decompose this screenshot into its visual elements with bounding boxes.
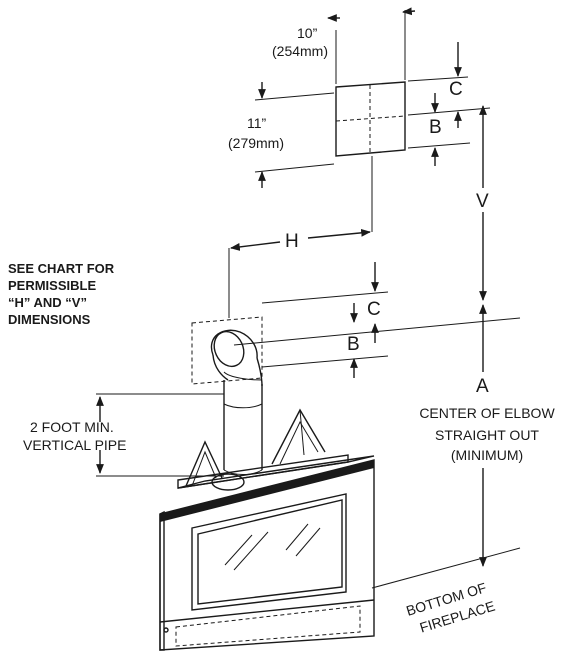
height-in-label: 11”: [247, 115, 267, 131]
pipe-note-line-1: 2 FOOT MIN.: [30, 419, 114, 435]
h-dimension: H: [228, 156, 373, 318]
fireplace-unit: [159, 408, 521, 651]
chart-note-line-4: DIMENSIONS: [8, 312, 91, 327]
top-cb-dimension: C B: [407, 42, 491, 166]
bottom-note: BOTTOM OF FIREPLACE: [404, 579, 497, 635]
chart-note-line-1: SEE CHART FOR: [8, 261, 115, 276]
width-in-label: 10”: [297, 25, 318, 41]
c-label-bottom: C: [367, 299, 381, 320]
bottom-cb-dimension: C B: [233, 262, 521, 378]
v-label: V: [476, 191, 489, 212]
elbow-note-line-3: (MINIMUM): [451, 447, 523, 463]
a-dimension: A: [476, 304, 489, 567]
width-dimension: 10” (254mm): [272, 7, 416, 84]
b-label-top: B: [429, 117, 442, 138]
elbow-note-line-2: STRAIGHT OUT: [435, 427, 539, 443]
a-label: A: [476, 376, 489, 397]
chart-note-line-3: “H” AND “V”: [8, 295, 87, 310]
vent-pipe: [210, 329, 263, 491]
elbow-note: CENTER OF ELBOW STRAIGHT OUT (MINIMUM): [419, 405, 555, 463]
pipe-length-dimension: 2 FOOT MIN. VERTICAL PIPE: [23, 393, 224, 477]
width-mm-label: (254mm): [272, 43, 328, 59]
c-label-top: C: [449, 79, 463, 100]
v-dimension: V: [476, 105, 489, 301]
h-label: H: [285, 231, 299, 252]
elbow-note-line-1: CENTER OF ELBOW: [419, 405, 555, 421]
height-mm-label: (279mm): [228, 135, 284, 151]
chart-note: SEE CHART FOR PERMISSIBLE “H” AND “V” DI…: [8, 261, 115, 327]
chart-note-line-2: PERMISSIBLE: [8, 278, 96, 293]
pipe-note-line-2: VERTICAL PIPE: [23, 437, 126, 453]
b-label-bottom: B: [347, 334, 360, 355]
wall-plate-top: [335, 81, 406, 157]
height-dimension: 11” (279mm): [228, 82, 335, 188]
